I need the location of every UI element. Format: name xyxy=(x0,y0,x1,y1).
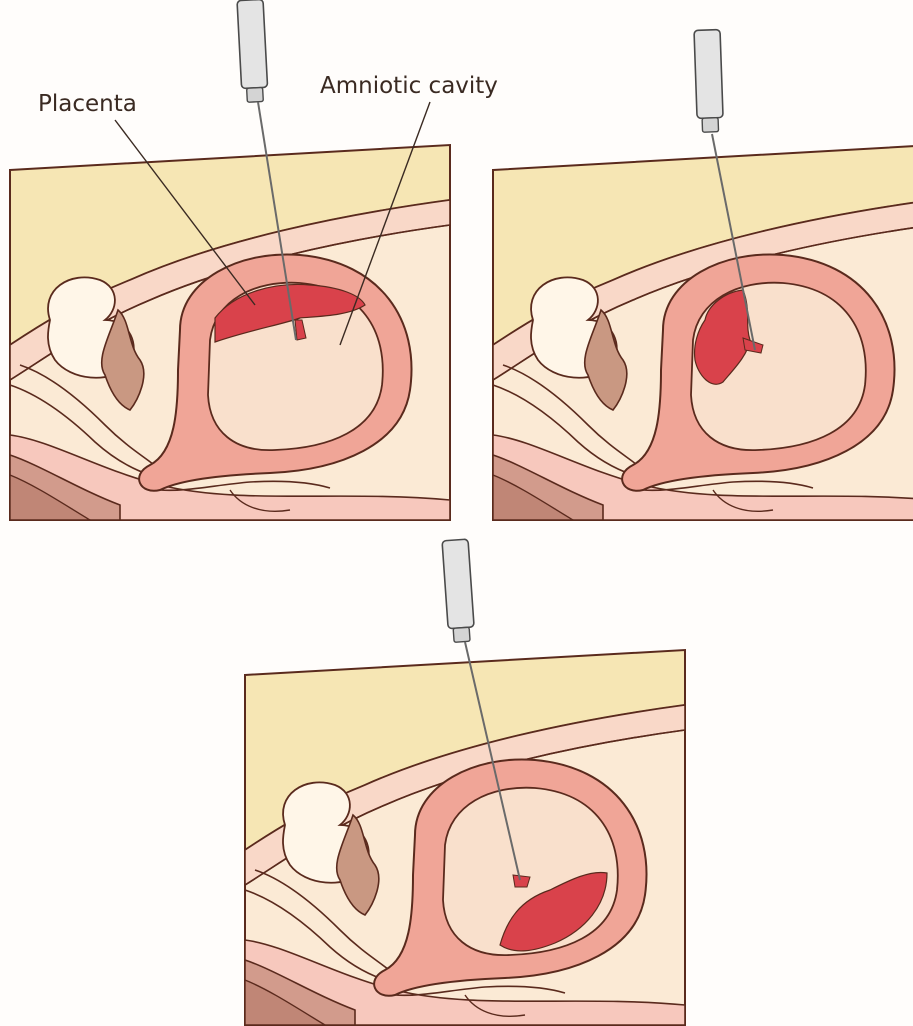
label-amniotic-cavity: Amniotic cavity xyxy=(320,73,498,99)
label-placenta: Placenta xyxy=(38,91,137,117)
panel-bottom xyxy=(245,539,685,1025)
panel-top-right xyxy=(493,30,913,520)
